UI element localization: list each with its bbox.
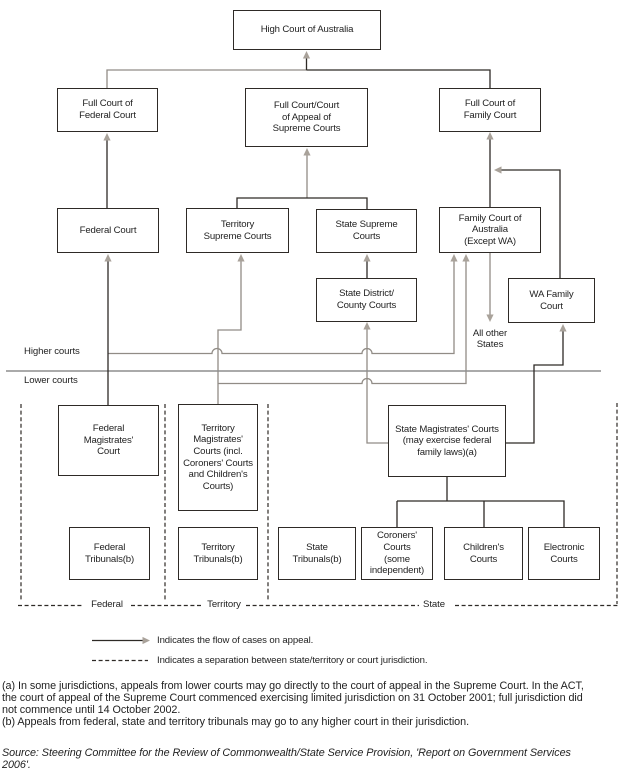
box-coroners-courts: Coroners' Courts (some independent) bbox=[361, 527, 433, 580]
arrowhead-full-federal bbox=[103, 133, 111, 141]
box-federal-magistrates-court: Federal Magistrates' Court bbox=[58, 405, 159, 476]
label-higher-courts: Higher courts bbox=[24, 346, 80, 357]
arrowheads bbox=[103, 51, 567, 645]
box-state-supreme-courts: State Supreme Courts bbox=[316, 209, 417, 253]
box-full-court-federal: Full Court of Federal Court bbox=[57, 88, 158, 132]
legend-arrowhead-right bbox=[142, 636, 150, 645]
appeal-flow-lines bbox=[106, 69, 491, 444]
box-full-court-supreme: Full Court/Court of Appeal of Supreme Co… bbox=[245, 88, 368, 147]
box-state-magistrates-courts: State Magistrates' Courts (may exercise … bbox=[388, 405, 506, 477]
box-territory-tribunals: Territory Tribunals(b) bbox=[178, 527, 258, 580]
label-lower-courts: Lower courts bbox=[24, 375, 78, 386]
box-electronic-courts: Electronic Courts bbox=[528, 527, 600, 580]
arrowhead-state-supreme bbox=[363, 254, 371, 262]
footnote-a: (a) In some jurisdictions, appeals from … bbox=[2, 680, 584, 716]
label-federal-jurisdiction: Federal bbox=[91, 599, 123, 610]
box-childrens-courts: Children's Courts bbox=[444, 527, 523, 580]
arrowhead-family-court-2 bbox=[462, 254, 470, 262]
box-federal-court: Federal Court bbox=[57, 208, 159, 253]
arrowhead-family-court-1 bbox=[450, 254, 458, 262]
arrowhead-wa-family bbox=[559, 324, 567, 332]
arrowhead-all-other-states-down bbox=[486, 314, 494, 322]
arrowhead-federal-court bbox=[104, 254, 112, 262]
box-territory-supreme-courts: Territory Supreme Courts bbox=[186, 208, 289, 253]
label-all-other-states: All other States bbox=[472, 328, 508, 350]
arrowhead-state-district bbox=[363, 322, 371, 330]
footnote-b: (b) Appeals from federal, state and terr… bbox=[2, 716, 470, 728]
box-full-court-family: Full Court of Family Court bbox=[439, 88, 541, 132]
label-state-jurisdiction: State bbox=[423, 599, 445, 610]
arrowhead-wa-to-full-family-left bbox=[494, 166, 502, 174]
arrowhead-full-family bbox=[486, 132, 494, 140]
source-note: Source: Steering Committee for the Revie… bbox=[2, 747, 571, 771]
jurisdiction-dashed-lines bbox=[18, 403, 618, 607]
legend-flow-text: Indicates the flow of cases on appeal. bbox=[157, 635, 314, 646]
arrowhead-full-supreme bbox=[303, 148, 311, 156]
box-high-court: High Court of Australia bbox=[233, 10, 381, 50]
box-state-tribunals: State Tribunals(b) bbox=[278, 527, 356, 580]
box-wa-family-court: WA Family Court bbox=[508, 278, 595, 323]
box-federal-tribunals: Federal Tribunals(b) bbox=[69, 527, 150, 580]
legend-separation-text: Indicates a separation between state/ter… bbox=[157, 655, 428, 666]
box-family-court-australia: Family Court of Australia (Except WA) bbox=[439, 207, 541, 253]
arrowhead-territory-supreme bbox=[237, 254, 245, 262]
structure-lines-lower bbox=[396, 331, 565, 527]
box-state-district-county-courts: State District/ County Courts bbox=[316, 278, 417, 322]
label-territory-jurisdiction: Territory bbox=[207, 599, 241, 610]
arrowhead-high-court bbox=[302, 51, 311, 59]
box-territory-magistrates-courts: Territory Magistrates' Courts (incl. Cor… bbox=[178, 404, 258, 511]
structure-lines-upper bbox=[106, 58, 561, 405]
